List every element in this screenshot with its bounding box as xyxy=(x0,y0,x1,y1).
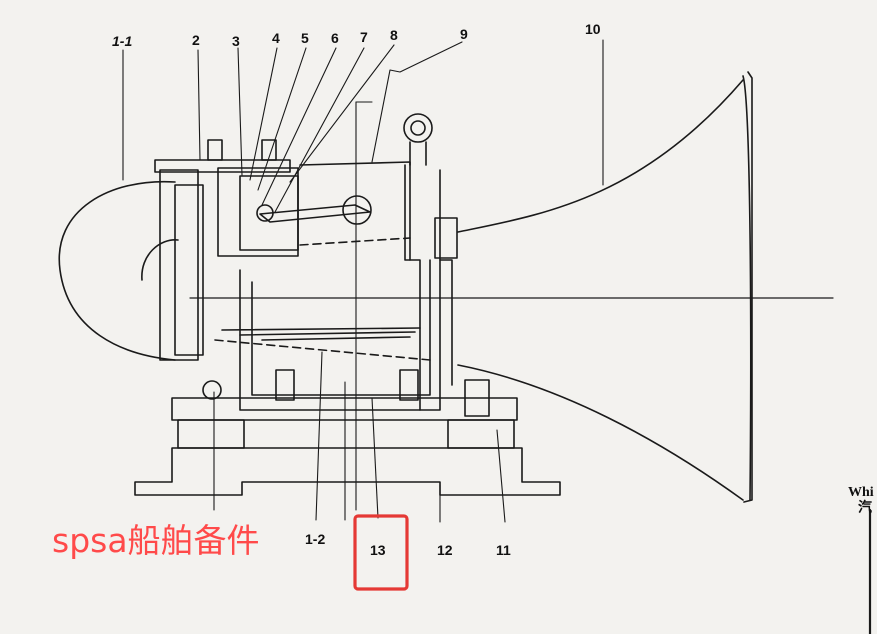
horn-flare-upper xyxy=(457,79,744,233)
part-label-1-1: 1-1 xyxy=(112,33,133,49)
main-body xyxy=(239,259,441,411)
foot xyxy=(134,447,561,496)
part-label-3: 3 xyxy=(232,33,240,49)
part-label-12: 12 xyxy=(437,542,453,558)
leader-lines xyxy=(122,39,604,523)
part-label-11: 11 xyxy=(496,542,511,558)
watermark-text: spsa船舶备件 xyxy=(52,521,260,560)
highlight-box xyxy=(353,514,409,591)
part-label-8: 8 xyxy=(390,27,398,43)
part-label-9: 9 xyxy=(460,26,468,42)
part-label-2: 2 xyxy=(192,32,200,48)
part-label-6: 6 xyxy=(331,30,339,46)
part-label-7: 7 xyxy=(360,29,368,45)
part-label-10: 10 xyxy=(585,21,601,37)
side-text-line2: 汽 xyxy=(858,501,872,516)
side-text-line1: Whi xyxy=(848,485,874,500)
eye-bolt xyxy=(403,113,433,143)
part-label-1-2: 1-2 xyxy=(305,531,326,547)
dome-cover xyxy=(58,180,176,361)
part-label-4: 4 xyxy=(272,30,280,46)
horn-flare-lower xyxy=(457,364,744,501)
part-label-13: 13 xyxy=(370,542,386,558)
horn-mouth-rim xyxy=(742,75,752,501)
part-label-5: 5 xyxy=(301,30,309,46)
